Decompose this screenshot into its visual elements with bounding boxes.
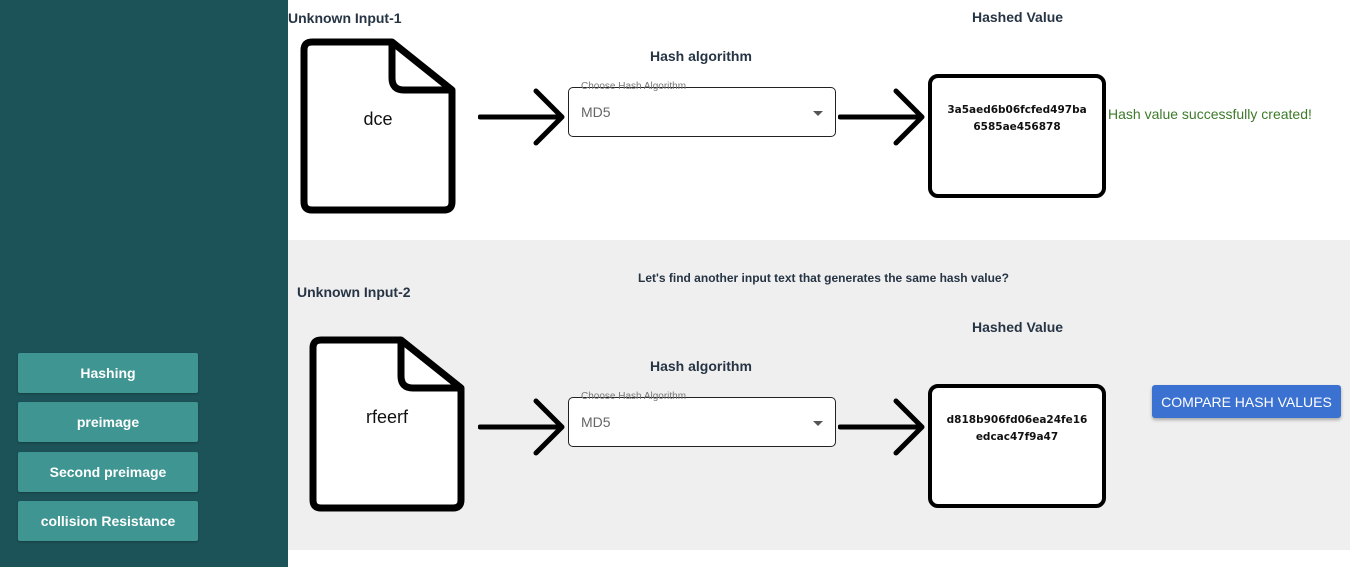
second-input-prompt: Let's find another input text that gener… [638,271,1009,285]
arrow-right-icon [478,88,565,146]
select-value-1: MD5 [581,104,611,120]
nav-collision-resistance-button[interactable]: collision Resistance [18,501,198,541]
hash-algorithm-select-1[interactable]: Choose Hash Algorithm MD5 [568,81,836,137]
compare-hash-values-button[interactable]: COMPARE HASH VALUES [1152,385,1341,418]
caret-down-icon [813,421,823,426]
nav-hashing-button[interactable]: Hashing [18,353,198,393]
select-label-1: Choose Hash Algorithm [581,81,687,92]
hashed-value-title-2: Hashed Value [972,319,1064,335]
nav-preimage-button[interactable]: preimage [18,402,198,442]
arrow-right-icon [838,398,925,456]
hash-algorithm-title-2: Hash algorithm [650,358,752,374]
hashed-value-text-1: 3a5aed6b06fcfed497ba6585ae456878 [947,104,1087,133]
input-2-text[interactable]: rfeerf [365,407,408,427]
select-value-2: MD5 [581,414,611,430]
caret-down-icon [813,111,823,116]
arrow-right-icon [838,88,925,146]
input-2-title: Unknown Input-2 [297,284,411,300]
hashed-value-text-2: d818b906fd06ea24fe16edcac47f9a47 [946,414,1088,443]
hash-algorithm-title-1: Hash algorithm [650,48,752,64]
hash-algorithm-select-2[interactable]: Choose Hash Algorithm MD5 [568,391,836,447]
hashed-value-box-1: 3a5aed6b06fcfed497ba6585ae456878 [928,74,1106,198]
nav-second-preimage-button[interactable]: Second preimage [18,452,198,492]
hashed-value-title-1: Hashed Value [972,9,1064,25]
arrow-right-icon [478,398,565,456]
file-icon [309,336,465,512]
select-label-2: Choose Hash Algorithm [581,391,687,402]
file-icon [300,38,456,214]
input-1-text: dce [363,109,393,129]
success-message: Hash value successfully created! [1108,106,1312,122]
sidebar: Hashing preimage Second preimage collisi… [0,0,288,567]
hashed-value-box-2: d818b906fd06ea24fe16edcac47f9a47 [928,384,1106,508]
input-1-title: Unknown Input-1 [288,10,402,26]
